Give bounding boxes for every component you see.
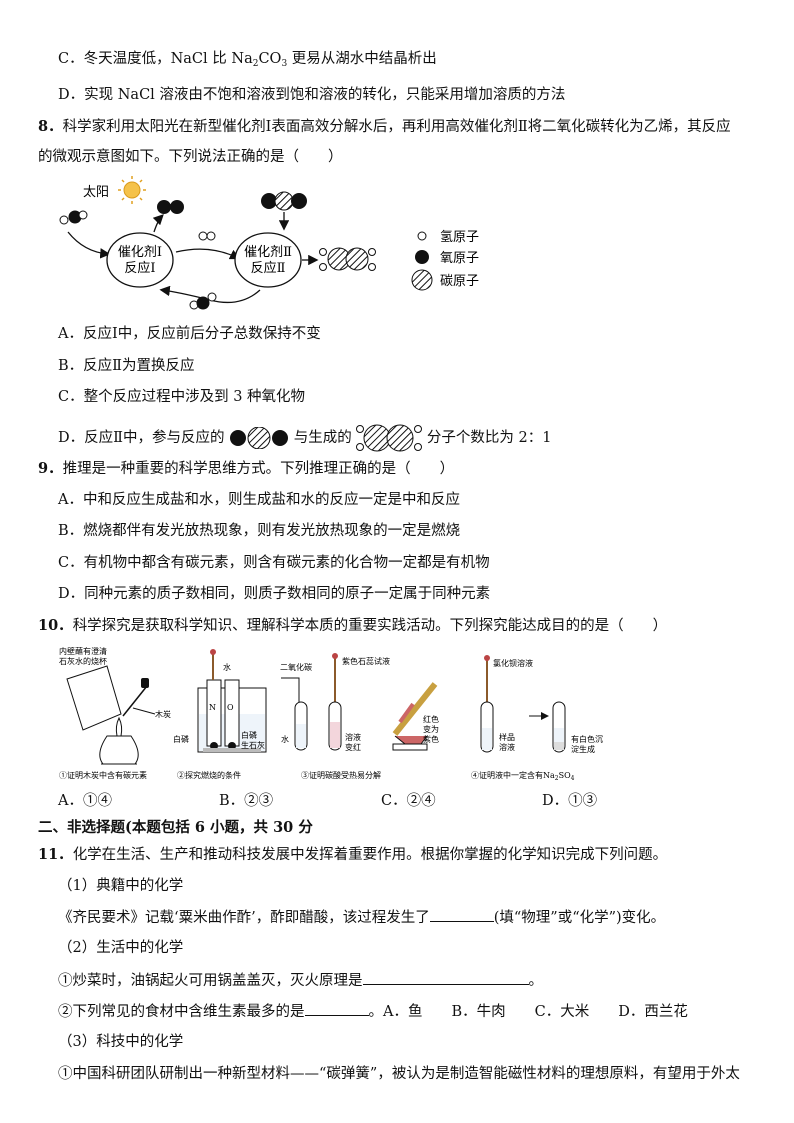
svg-text:有白色沉: 有白色沉 [571,734,603,744]
q8-option-b: B．反应Ⅱ为置换反应 [58,358,195,374]
carbon-dioxide-molecule [261,191,307,211]
svg-text:变为: 变为 [423,724,439,734]
q9-number: 9． [38,460,63,477]
heated-test-tube [392,682,438,736]
q10-option-b: B．②③ [219,793,274,809]
experiment-3: 二氧化碳 水 紫色石蕊试液 溶液 变红 红色 变为 紫色 ③证明碳酸受热易分解 [280,653,439,780]
svg-text:生石灰: 生石灰 [241,740,265,750]
svg-text:红色: 红色 [423,714,439,724]
q11-stem: 11．化学在生活、生产和推动科技发展中发挥着重要作用。根据你掌握的化学知识完成下… [38,846,668,863]
legend-oxygen: 氧原子 [440,251,479,266]
sun-label: 太阳 [83,185,109,200]
q10-stem: 10．科学探究是获取科学知识、理解科学本质的重要实践活动。下列探究能达成目的的是… [38,617,668,634]
q11-part2-item2: ②下列常见的食材中含维生素最多的是。A．鱼 B．牛肉 C．大米 D．西兰花 [58,1001,688,1022]
svg-text:③证明碳酸受热易分解: ③证明碳酸受热易分解 [301,770,381,780]
q8-option-a: A．反应Ⅰ中，反应前后分子总数保持不变 [58,326,321,342]
svg-text:石灰水的烧杯: 石灰水的烧杯 [59,656,107,666]
q9-option-b: B．燃烧都伴有发光放热现象，则有发光放热现象的一定是燃烧 [58,523,461,539]
answer-blank-3[interactable] [304,1001,369,1016]
svg-text:白磷: 白磷 [173,734,189,744]
catalyst-1-circle [106,232,174,288]
exp4-caption: ④证明液中一定含有Na2SO4 [471,770,575,782]
svg-text:N: N [209,703,216,712]
svg-text:内壁蘸有澄清: 内壁蘸有澄清 [59,646,107,656]
q9-stem: 9．推理是一种重要的科学思维方式。下列推理正确的是（ ） [38,460,455,477]
q11-part2-item1: ①炒菜时，油锅起火可用锅盖盖灭，灭火原理是。 [58,970,543,991]
svg-text:二氧化碳: 二氧化碳 [280,662,312,672]
carbon-atom-icon [411,269,433,291]
answer-blank-2[interactable] [362,970,529,985]
ethylene-molecule [319,247,376,271]
section-2-heading: 二、非选择题(本题包括 6 小题，共 30 分 [38,819,313,836]
q10-number: 10． [38,617,73,634]
q8-reaction-diagram: 太阳 催化剂Ⅰ 反应Ⅰ 催化剂Ⅱ 反应Ⅱ [59,176,479,310]
q10-option-d: D．①③ [542,793,598,809]
svg-text:②探究燃烧的条件: ②探究燃烧的条件 [177,770,241,780]
q8-stem-line2: 的微观示意图如下。下列说法正确的是（ ） [38,149,343,165]
reaction-1-label: 反应Ⅰ [124,260,155,276]
ethylene-molecule-icon [356,424,423,452]
test-tube-o2 [224,679,240,747]
svg-text:淀生成: 淀生成 [571,744,595,754]
q10-experiment-figures: 内壁蘸有澄清 石灰水的烧杯 木炭 ①证明木炭中含有碳元素 N O 水 白磷 白磷… [59,646,603,782]
q8-stem-line1: 8．科学家利用太阳光在新型催化剂Ⅰ表面高效分解水后，再利用高效催化剂Ⅱ将二氧化碳… [38,118,731,135]
reaction-2-label: 反应Ⅱ [251,260,286,276]
oxygen-molecule [157,200,184,214]
svg-text:水: 水 [223,662,231,672]
svg-text:氯化钡溶液: 氯化钡溶液 [493,658,533,668]
co2-molecule-icon [230,426,289,450]
sun-icon [118,176,146,204]
svg-text:紫色: 紫色 [423,734,439,744]
experiment-4: 氯化钡溶液 样品 溶液 有白色沉 淀生成 ④证明液中一定含有Na2SO4 [471,655,603,782]
q8-number: 8． [38,118,63,135]
q11-part3-item1: ①中国科研团队研制出一种新型材料——“碳弹簧”，被认为是制造智能磁性材料的理想原… [58,1066,740,1082]
oxygen-atom-icon [415,250,429,264]
q9-option-c: C．有机物中都含有碳元素，则含有碳元素的化合物一定都是有机物 [58,555,490,571]
hydrogen-atom-icon [417,231,427,241]
legend: 氢原子 氧原子 碳原子 [411,230,479,291]
svg-text:溶液: 溶液 [345,732,361,742]
legend-hydrogen: 氢原子 [440,230,479,245]
svg-text:样品: 样品 [499,732,515,742]
q11-part1-text: 《齐民要术》记载‘粟米曲作酢’，酢即醋酸，该过程发生了(填“物理”或“化学”)变… [58,907,665,928]
water-molecule-byproduct [189,292,217,310]
svg-text:溶液: 溶液 [499,742,515,752]
experiment-2: N O 水 白磷 白磷 生石灰 ②探究燃烧的条件 [173,649,267,780]
q11-part3-title: （3）科技中的化学 [58,1034,184,1050]
q10-option-a: A．①④ [58,793,112,809]
catalyst-1-label: 催化剂Ⅰ [118,245,162,260]
q7-option-d: D．实现 NaCl 溶液由不饱和溶液到饱和溶液的转化，只能采用增加溶质的方法 [58,87,566,103]
alcohol-lamp [99,735,139,765]
test-tube-n2 [206,679,222,747]
svg-text:木炭: 木炭 [155,709,171,719]
q8-option-d: D．反应Ⅱ中，参与反应的 与生成的 分子个数比为 2：1 [58,423,551,453]
answer-blank-1[interactable] [429,907,494,922]
svg-text:变红: 变红 [345,742,361,752]
svg-text:O: O [227,703,234,712]
water-molecule [59,210,88,225]
catalyst-2-circle [234,232,302,288]
catalyst-2-label: 催化剂Ⅱ [244,245,292,260]
legend-carbon: 碳原子 [440,274,479,289]
q10-option-c: C．②④ [381,793,436,809]
experiment-1: 内壁蘸有澄清 石灰水的烧杯 木炭 ①证明木炭中含有碳元素 [59,646,171,780]
q9-option-a: A．中和反应生成盐和水，则生成盐和水的反应一定是中和反应 [58,492,460,508]
hydrogen-molecule [198,231,216,241]
svg-text:水: 水 [281,734,289,744]
tongs [122,685,148,717]
q11-part1-title: （1）典籍中的化学 [58,878,184,894]
svg-text:①证明木炭中含有碳元素: ①证明木炭中含有碳元素 [59,770,147,780]
svg-text:紫色石蕊试液: 紫色石蕊试液 [342,656,390,666]
inverted-beaker [66,665,122,731]
q11-number: 11． [38,846,73,863]
q11-part2-title: （2）生活中的化学 [58,940,184,956]
q8-option-c: C．整个反应过程中涉及到 3 种氧化物 [58,389,306,405]
svg-text:白磷: 白磷 [241,730,257,740]
q9-option-d: D．同种元素的质子数相同，则质子数相同的原子一定属于同种元素 [58,586,491,602]
q7-option-c: C．冬天温度低，NaCl 比 Na2CO3 更易从湖水中结晶析出 [58,51,437,69]
